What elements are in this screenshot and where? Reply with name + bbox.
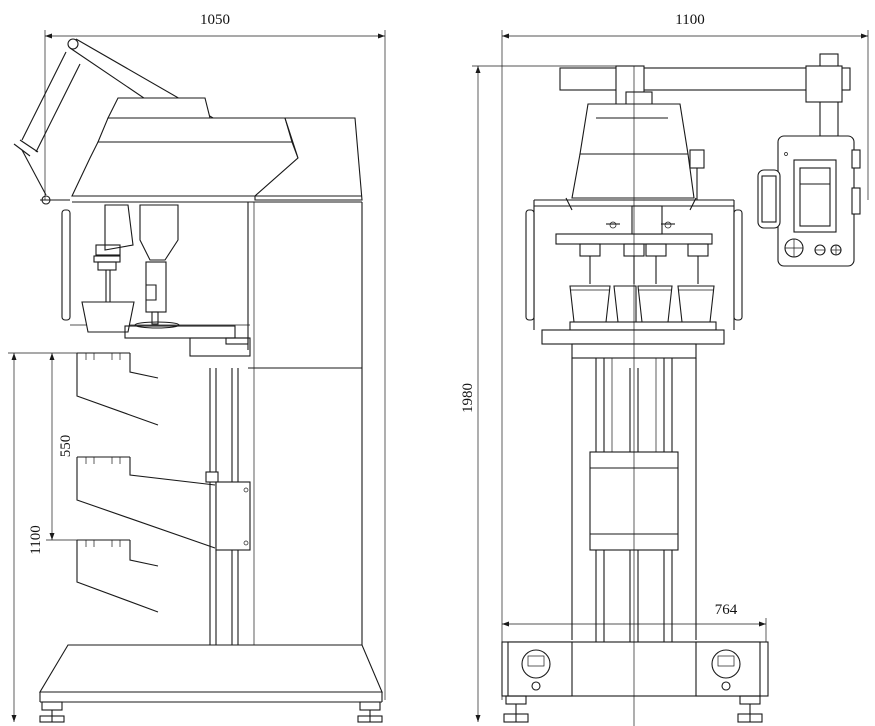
- boom-arm: [559, 53, 851, 137]
- dim-label-base-width: 764: [715, 602, 738, 618]
- gas-spring: [13, 51, 81, 205]
- head-front: [571, 103, 705, 200]
- stirrer-front: [555, 205, 717, 331]
- head-housing: [71, 97, 363, 203]
- dim-label-overall-height: 1980: [460, 383, 476, 413]
- tray-bottom: [76, 539, 159, 613]
- dimension-base-width: 764: [502, 602, 767, 642]
- dimension-overall-height: 1980: [460, 65, 620, 722]
- dimension-tray-pitch: 550: [46, 353, 77, 541]
- tray-rack: [76, 352, 216, 613]
- base-side: [39, 644, 383, 723]
- dim-label-front-width: 1100: [675, 12, 704, 28]
- dim-label-tray-height: 1100: [28, 525, 44, 554]
- base-front: [501, 641, 769, 723]
- stirrer-side: [81, 204, 251, 357]
- dim-label-side-width: 1050: [200, 12, 230, 28]
- caster-left-icon: [521, 649, 551, 679]
- lift-column: [205, 368, 251, 659]
- caster-right-icon: [711, 649, 741, 679]
- dim-label-tray-pitch: 550: [58, 435, 74, 458]
- tray-middle: [76, 456, 216, 549]
- cabinet-body: [61, 202, 363, 690]
- control-box: [757, 135, 861, 267]
- side-view: 1050: [8, 12, 386, 723]
- dimension-side-width: 1050: [44, 12, 386, 700]
- tray-top: [76, 352, 159, 426]
- front-view: 1100 1980: [460, 12, 869, 726]
- frame-front: [525, 197, 743, 330]
- dimension-tray-height: 1100: [8, 352, 77, 722]
- beaker-row: [569, 243, 715, 323]
- dimension-front-width: 1100: [501, 12, 869, 700]
